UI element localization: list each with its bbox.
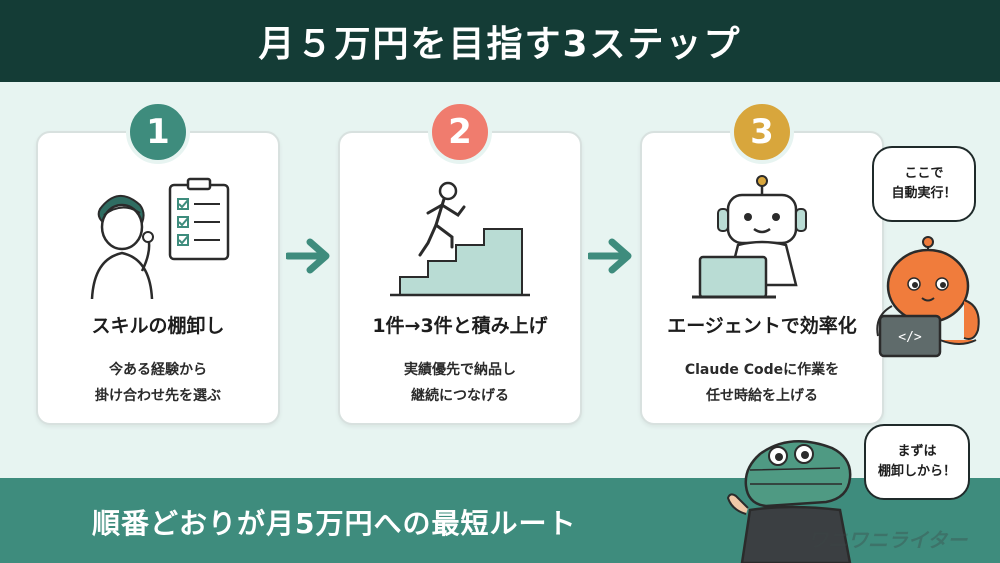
step-badge-1: 1 [126,100,190,164]
header-banner: 月５万円を目指す3ステップ [0,0,1000,82]
step-badge-3: 3 [730,100,794,164]
robot-laptop-icon [692,175,807,299]
watermark-logo: ワニワニライター [808,528,968,552]
step-description: 今ある経験から 掛け合わせ先を選ぶ [95,362,221,404]
arrow-right-icon [286,238,330,274]
arrow-right-icon [588,238,632,274]
step-title: スキルの棚卸し [91,315,225,337]
step-description: Claude Codeに作業を 任せ時給を上げる [684,362,840,404]
person-thinking-icon [90,177,230,300]
step-card-2: 1件→3件と積み上げ 実績優先で納品し 継続につなげる [338,131,582,425]
speech-bubble-croc: まずは 棚卸しから！ [864,424,970,500]
step-title: エージェントで効率化 [667,315,857,337]
step-title: 1件→3件と積み上げ [372,315,548,337]
step-card-1: スキルの棚卸し 今ある経験から 掛け合わせ先を選ぶ [36,131,280,425]
step-card-3: エージェントで効率化 Claude Codeに作業を 任せ時給を上げる [640,131,884,425]
page-title: 月５万円を目指す3ステップ [258,24,742,65]
step-description: 実績優先で納品し 継続につなげる [404,362,516,404]
footer-message: 順番どおりが月5万円への最短ルート [92,507,577,540]
octopus-mascot-icon: </> [876,236,980,358]
stairs-runner-icon [390,181,530,297]
crocodile-mascot-icon [726,440,852,563]
step-badge-2: 2 [428,100,492,164]
speech-bubble-octopus: ここで 自動実行！ [872,146,976,222]
svg-text:</>: </> [898,330,922,345]
